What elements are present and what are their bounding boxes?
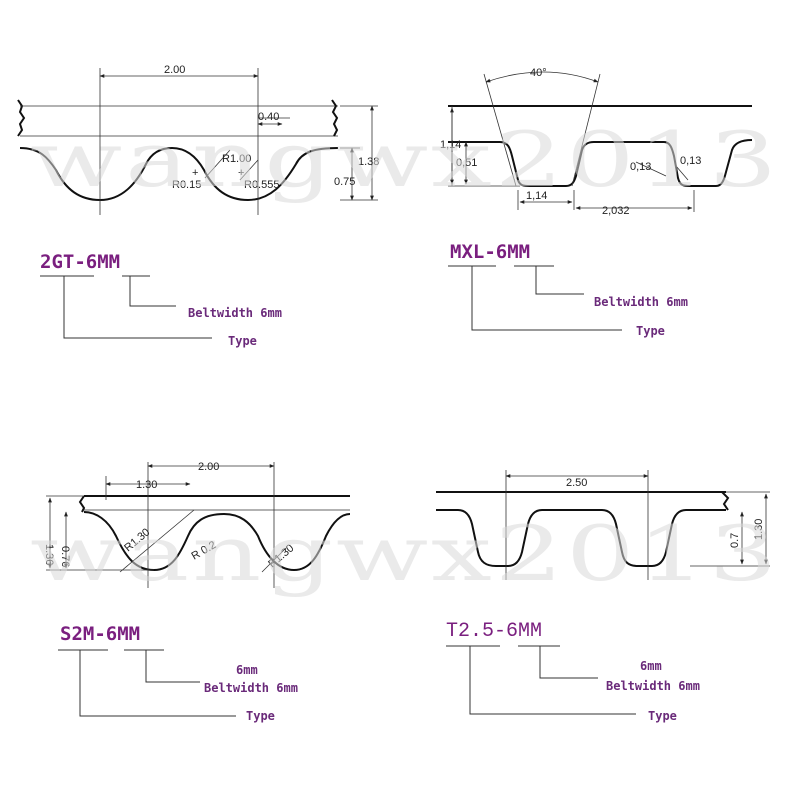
watermark-bottom: wangwx2013 xyxy=(30,509,780,598)
belt-profile-t25 xyxy=(436,470,770,580)
type-label-t25: Type xyxy=(648,709,677,723)
dim-pitch-t25: 2.50 xyxy=(566,477,587,489)
dim-07-t25: 0.7 xyxy=(729,533,741,548)
dim-angle-mxl: 40° xyxy=(530,67,547,79)
callout-leaders-mxl xyxy=(448,265,622,331)
dimension-lines-2gt xyxy=(99,74,374,201)
beltwidth-label-mxl: Beltwidth 6mm xyxy=(594,295,688,309)
panel-mxl: 40° 1,14 0,51 1,14 2,032 0,13 0,13 MXL-6… xyxy=(440,67,753,338)
dim-pitch-s2m: 2.00 xyxy=(198,461,219,473)
code-s2m: S2M-6MM xyxy=(60,623,140,645)
code-mxl: MXL-6MM xyxy=(450,241,530,263)
beltwidth-label-s2m: Beltwidth 6mm xyxy=(204,681,298,695)
beltwidth-label-t25: Beltwidth 6mm xyxy=(606,679,700,693)
beltwidth-label-2gt: Beltwidth 6mm xyxy=(188,306,282,320)
dim-138-2gt: 1.38 xyxy=(358,156,379,168)
dim-pitch-mxl: 2,032 xyxy=(602,205,630,217)
dim-076-s2m: 0.76 xyxy=(59,546,71,567)
size-label-s2m: 6mm xyxy=(236,663,258,677)
dim-130w-s2m: 1.30 xyxy=(136,479,157,491)
dimension-lines-s2m xyxy=(48,464,275,569)
dim-040-2gt: 0.40 xyxy=(258,111,279,123)
panel-s2m: 2.00 1.30 1.36 0.76 R1.30 R 0.2 R1.30 S2… xyxy=(43,461,351,723)
watermark-top: wangwx2013 xyxy=(30,115,780,204)
dim-136-s2m: 1.36 xyxy=(43,544,55,565)
type-label-2gt: Type xyxy=(228,334,257,348)
callout-leaders-s2m xyxy=(58,649,236,717)
dimension-lines-t25 xyxy=(505,474,768,565)
belt-profile-s2m xyxy=(46,462,351,588)
dim-r013a-mxl: 0,13 xyxy=(630,161,651,173)
dimension-lines-mxl xyxy=(450,71,693,210)
type-label-s2m: Type xyxy=(246,709,275,723)
code-2gt: 2GT-6MM xyxy=(40,251,120,273)
callout-leaders-t25 xyxy=(446,645,636,715)
dim-r0555-2gt: R0.555 xyxy=(244,179,279,191)
panel-2gt: + + 2.00 0.40 R1.00 R0.15 R0.555 1.38 0.… xyxy=(17,64,379,348)
belt-profile-2gt: + + xyxy=(17,68,378,215)
callout-leaders-2gt xyxy=(40,275,212,339)
dim-114w-mxl: 1,14 xyxy=(526,190,547,202)
type-label-mxl: Type xyxy=(636,324,665,338)
dim-r100-2gt: R1.00 xyxy=(222,153,251,165)
dim-075-2gt: 0.75 xyxy=(334,176,355,188)
dim-pitch-2gt: 2.00 xyxy=(164,64,185,76)
dim-130-t25: 1.30 xyxy=(753,519,765,540)
dim-r013b-mxl: 0,13 xyxy=(680,155,701,167)
svg-text:+: + xyxy=(192,167,198,179)
dim-114h-mxl: 1,14 xyxy=(440,139,461,151)
svg-text:+: + xyxy=(238,167,244,179)
size-label-t25: 6mm xyxy=(640,659,662,673)
code-t25: T2.5-6MM xyxy=(446,620,542,643)
dim-051-mxl: 0,51 xyxy=(456,157,477,169)
dim-r015-2gt: R0.15 xyxy=(172,179,201,191)
panel-t25: 2.50 0.7 1.30 T2.5-6MM 6mm Beltwidth 6mm… xyxy=(436,470,770,723)
